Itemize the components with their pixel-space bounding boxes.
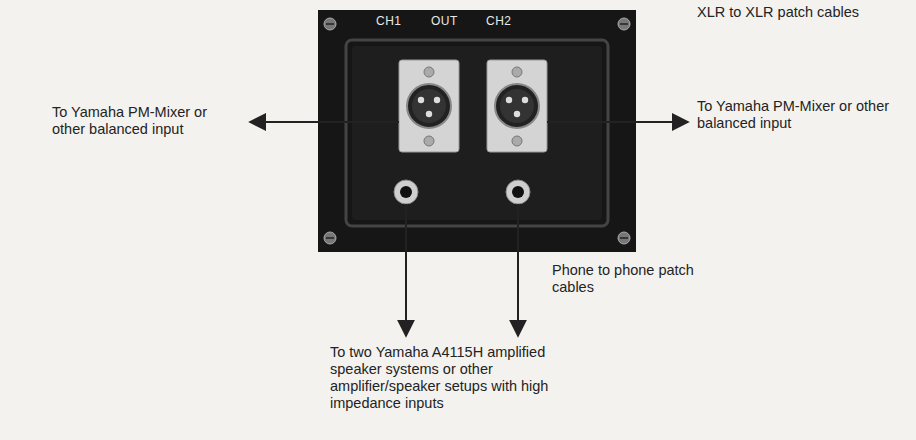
callout-label: Phone to phone patch cables	[552, 262, 727, 296]
panel-plate	[318, 10, 636, 252]
xlr-connector	[399, 60, 459, 152]
leader-arrows	[250, 122, 688, 336]
callout-label: XLR to XLR patch cables	[697, 4, 897, 21]
channel-label: OUT	[431, 14, 458, 28]
xlr-connector	[487, 60, 547, 152]
panel-inner	[352, 46, 602, 220]
phone-jack	[506, 180, 530, 204]
channel-label: CH1	[376, 14, 402, 28]
connector-panel: CH1 OUT CH2	[318, 10, 636, 252]
panel-recess	[346, 40, 608, 226]
callout-label: To two Yamaha A4115H amplified speaker s…	[330, 344, 590, 412]
callout-label: To Yamaha PM-Mixer or other balanced inp…	[697, 98, 911, 132]
corner-screws	[324, 18, 630, 244]
phone-jack	[394, 180, 418, 204]
callout-label: To Yamaha PM-Mixer or other balanced inp…	[52, 104, 244, 138]
channel-label: CH2	[486, 14, 512, 28]
